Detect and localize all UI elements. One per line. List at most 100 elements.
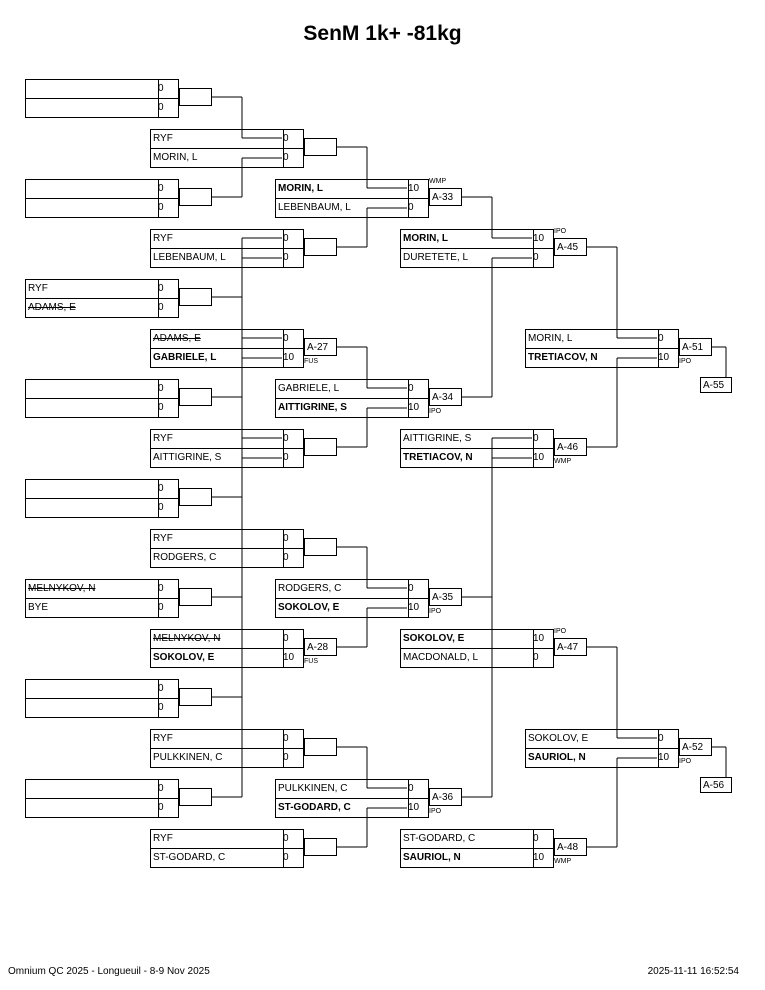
page-title: SenM 1k+ -81kg [303, 22, 462, 45]
competitor-name-text: SOKOLOV, E [403, 633, 465, 644]
competitor-name-text: RYF [153, 133, 173, 144]
competitor-name: LEBENBAUM, L [150, 248, 284, 268]
competitor-name-text: DURETETE, L [403, 252, 469, 263]
competitor-name: SOKOLOV, E [275, 598, 409, 618]
match-id: A-45 [554, 238, 587, 256]
competitor-name-text: SAURIOL, N [528, 752, 586, 763]
slot-top: 0 [25, 779, 304, 799]
competitor-name-text: RODGERS, C [153, 552, 217, 563]
next-match-label: A-56 [700, 777, 732, 793]
match-id [179, 788, 212, 806]
competitor-score: 10 [657, 348, 679, 368]
competitor-score: 0 [157, 598, 179, 618]
victory-type: IPO [429, 408, 442, 415]
victory-type: IPO [679, 758, 692, 765]
competitor-score: 0 [407, 579, 429, 599]
competitor-name: GABRIELE, L [275, 379, 409, 399]
match-id: A-48 [554, 838, 587, 856]
competitor-name-text: MORIN, L [153, 152, 198, 163]
competitor-name: MORIN, L [150, 148, 284, 168]
competitor-name: SOKOLOV, E [525, 729, 659, 749]
competitor-score: 0 [657, 729, 679, 749]
next-match-label: A-55 [700, 377, 732, 393]
competitor-name: RODGERS, C [150, 548, 284, 568]
competitor-name: MELNYKOV, N [25, 579, 159, 599]
competitor-score: 0 [282, 229, 304, 249]
competitor-score: 0 [532, 429, 554, 449]
competitor-name-text: MELNYKOV, N [153, 633, 221, 644]
victory-type: IPO [429, 808, 442, 815]
competitor-name-text: TRETIACOV, N [403, 452, 473, 463]
victory-type: IPO [554, 228, 567, 235]
competitor-name-text: GABRIELE, L [278, 383, 340, 394]
competitor-score: 0 [532, 648, 554, 668]
competitor-name: SAURIOL, N [400, 848, 534, 868]
victory-type: IPO [554, 628, 567, 635]
competitor-name: RODGERS, C [275, 579, 409, 599]
competitor-score: 0 [407, 379, 429, 399]
competitor-score: 0 [157, 298, 179, 318]
slot-top: 0 [25, 679, 304, 699]
competitor-score: 0 [157, 779, 179, 799]
competitor-score: 0 [282, 729, 304, 749]
competitor-score: 0 [657, 329, 679, 349]
competitor-name: AITTIGRINE, S [150, 448, 284, 468]
match-id: A-52 [679, 738, 712, 756]
competitor-name-text: MORIN, L [278, 183, 323, 194]
footer-timestamp: 2025-11-11 16:52:54 [647, 966, 739, 977]
match-id [304, 538, 337, 556]
match-id: A-27 [304, 338, 337, 356]
match-id [179, 488, 212, 506]
slot-bottom: 0 [25, 198, 304, 218]
competitor-score: 0 [282, 748, 304, 768]
competitor-name-text: MORIN, L [403, 233, 448, 244]
competitor-name [25, 479, 159, 499]
competitor-score: 10 [532, 229, 554, 249]
match-id [304, 138, 337, 156]
competitor-score: 10 [532, 848, 554, 868]
competitor-name [25, 698, 159, 718]
competitor-name-text: LEBENBAUM, L [278, 202, 351, 213]
match-id [179, 88, 212, 106]
victory-type: IPO [679, 358, 692, 365]
competitor-name: AITTIGRINE, S [400, 429, 534, 449]
match-id: A-34 [429, 388, 462, 406]
competitor-name-text: RYF [153, 833, 173, 844]
competitor-name-text: PULKKINEN, C [278, 783, 348, 794]
competitor-name: RYF [150, 229, 284, 249]
competitor-name-text: SOKOLOV, E [153, 652, 215, 663]
competitor-name: MACDONALD, L [400, 648, 534, 668]
competitor-score: 0 [157, 179, 179, 199]
competitor-score: 0 [157, 398, 179, 418]
victory-type: WMP [554, 858, 572, 865]
competitor-score: 0 [532, 829, 554, 849]
competitor-name: RYF [25, 279, 159, 299]
slot-top: SOKOLOV, E 10 [400, 629, 679, 649]
competitor-score: 10 [532, 629, 554, 649]
competitor-name: ADAMS, E [25, 298, 159, 318]
slot-bottom: 0 [25, 398, 304, 418]
competitor-score: 0 [282, 848, 304, 868]
slot-top: GABRIELE, L 0 [275, 379, 554, 399]
